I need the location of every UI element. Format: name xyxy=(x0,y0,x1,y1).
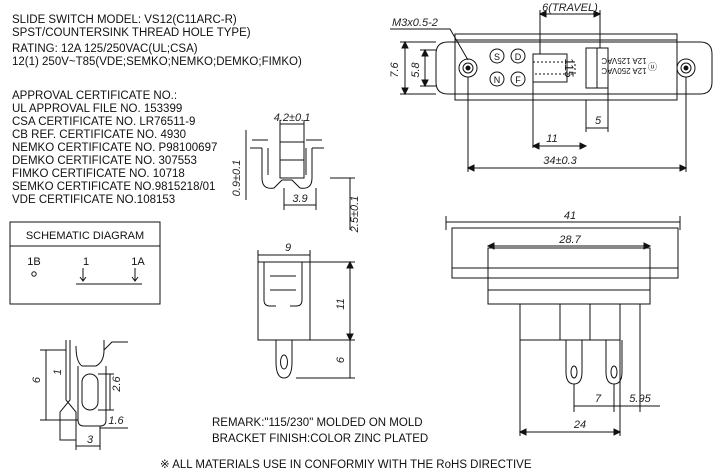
dim-11-side: 11 xyxy=(335,298,347,309)
approval-csa: CSA CERTIFICATE NO. LR76511-9 xyxy=(12,116,196,128)
front-view: 41 28.7 7 5.95 xyxy=(445,210,681,436)
terminal-view: 6 1 2.6 1.6 3 xyxy=(31,340,128,450)
dim-0-9: 0.9±0.1 xyxy=(231,160,243,197)
schematic-arrow-1 xyxy=(79,268,87,282)
schematic-frame xyxy=(9,221,161,305)
detail-view: 4.2±0.1 0.9±0.1 3.9 2.5±0.1 xyxy=(231,112,361,233)
dim-5-8: 5.8 xyxy=(410,61,422,77)
dim-6-side: 6 xyxy=(335,356,347,363)
rating-mark-250: 12A 250VAC xyxy=(601,66,646,75)
side-view: 9 11 6 xyxy=(257,242,355,379)
front-view-pins xyxy=(565,340,623,385)
front-view-bracket xyxy=(451,227,679,279)
thread-leader xyxy=(390,28,469,61)
svg-text:D: D xyxy=(515,52,522,62)
dim-3-9: 3.9 xyxy=(292,193,307,205)
spec-type-line: SPST/COUNTERSINK THREAD HOLE TYPE) xyxy=(12,27,251,39)
dim-7: 7 xyxy=(595,393,602,405)
svg-text:N: N xyxy=(494,75,501,85)
rating-mark-125: 12A 125VAC xyxy=(601,56,646,65)
dim-2-6: 2.6 xyxy=(111,375,123,392)
spec-model-line: SLIDE SWITCH MODEL: VS12(C11ARC-R) xyxy=(12,14,237,26)
detail-clip-outline xyxy=(261,148,313,189)
schematic-pin-1a: 1A xyxy=(131,256,145,268)
approval-semko: SEMKO CERTIFICATE NO.9815218/01 xyxy=(12,181,216,193)
dim-1-terminal: 1 xyxy=(52,369,64,375)
cert-mark-4 xyxy=(510,71,526,87)
cert-mark-2 xyxy=(489,71,505,87)
dim-28-7: 28.7 xyxy=(558,234,581,246)
schematic-pin-1b: 1B xyxy=(27,256,40,268)
approval-heading: APPROVAL CERTIFICATE NO.: xyxy=(12,90,178,102)
cert-mark-3 xyxy=(510,48,526,64)
front-view-body xyxy=(487,247,651,305)
approval-cb: CB REF. CERTIFICATE NO. 4930 xyxy=(12,129,187,141)
terminal-hook xyxy=(75,340,105,367)
dim-5-95: 5.95 xyxy=(629,393,651,405)
slide-actuator xyxy=(532,53,568,83)
dim-24: 24 xyxy=(573,419,586,431)
approval-vde: VDE CERTIFICATE NO.108153 xyxy=(12,194,176,206)
schematic-terminal-1b xyxy=(31,271,37,277)
approval-ul: UL APPROVAL FILE NO. 153399 xyxy=(12,103,183,115)
schematic-diagram: SCHEMATIC DIAGRAM 1B 1 1A xyxy=(9,221,161,305)
dim-34: 34±0.3 xyxy=(543,155,577,167)
ul-mark-icon: ⓤ xyxy=(648,62,657,72)
dim-41: 41 xyxy=(564,210,576,222)
dim-9: 9 xyxy=(285,242,291,254)
schematic-pin-1: 1 xyxy=(83,256,89,268)
dim-3: 3 xyxy=(87,434,94,446)
side-view-pin xyxy=(275,340,293,379)
spec-rating-line: RATING: 12A 125/250VAC(UL;CSA) xyxy=(12,43,198,55)
cert-mark-1 xyxy=(489,48,505,64)
top-view: S N D F 115 12A 250VAC 12A 125VAC ⓤ M3x0… xyxy=(389,2,713,172)
dim-2-5: 2.5±0.1 xyxy=(349,196,361,234)
dim-5: 5 xyxy=(595,115,602,127)
front-view-base xyxy=(519,303,621,341)
dim-7-6: 7.6 xyxy=(389,61,401,77)
dim-6-terminal: 6 xyxy=(31,376,43,383)
approval-nemko: NEMKO CERTIFICATE NO. P98100697 xyxy=(12,142,218,154)
thread-label: M3x0.5-2 xyxy=(392,17,438,29)
schematic-title: SCHEMATIC DIAGRAM xyxy=(26,230,144,242)
dim-11-top: 11 xyxy=(546,133,557,145)
approval-demko: DEMKO CERTIFICATE NO. 307553 xyxy=(12,155,197,167)
top-view-bracket xyxy=(435,41,713,95)
spec-rating-vde-line: 12(1) 250V~T85(VDE;SEMKO;NEMKO;DEMKO;FIM… xyxy=(12,56,302,68)
svg-text:F: F xyxy=(515,75,521,85)
schematic-arrow-1a xyxy=(131,268,139,282)
terminal-slot xyxy=(81,373,99,411)
voltage-marking: 115 xyxy=(562,58,576,77)
svg-text:S: S xyxy=(494,52,500,62)
approval-fimko: FIMKO CERTIFICATE NO. 10718 xyxy=(12,168,185,180)
travel-dimension: 6(TRAVEL) xyxy=(542,2,598,14)
rohs-footer: ※ ALL MATERIALS USE IN CONFORMIY WITH TH… xyxy=(160,459,532,471)
side-view-body xyxy=(257,261,311,341)
dim-4-2: 4.2±0.1 xyxy=(274,112,311,124)
remark-bracket-finish: BRACKET FINISH:COLOR ZINC PLATED xyxy=(212,433,429,445)
remark-molded: REMARK:"115/230" MOLDED ON MOLD xyxy=(212,417,423,429)
dim-1-6: 1.6 xyxy=(108,415,124,427)
